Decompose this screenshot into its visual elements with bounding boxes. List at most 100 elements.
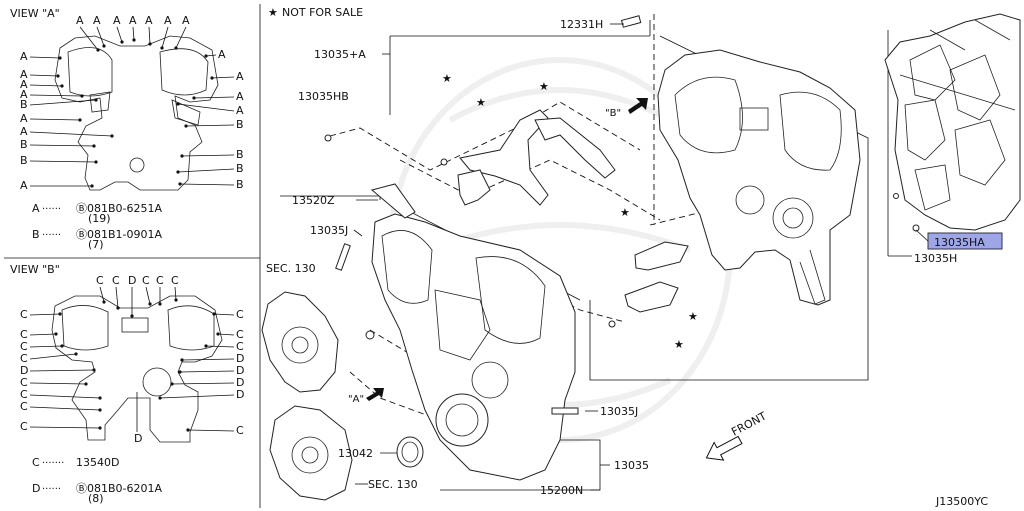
va-left-leader-line: [29, 94, 83, 97]
va-top-leader-line: [148, 26, 151, 45]
vb-right-leader-line: [159, 394, 235, 399]
key-a-dots: ······: [42, 204, 61, 215]
va-left-leader-line: [29, 99, 97, 106]
va-right-label: A: [236, 104, 244, 117]
callout-13035H: 13035H: [914, 252, 957, 265]
va-left-bolt-point: [58, 56, 62, 60]
va-left-bolt-point: [80, 94, 84, 98]
vb-left-bolt-point: [98, 408, 102, 412]
callout-13035HA: 13035HA: [934, 236, 985, 249]
vb-top-leader-line: [174, 286, 177, 301]
callout-13035: 13035: [614, 459, 649, 472]
view-b-marker: "B": [605, 108, 621, 119]
va-left-label: A: [20, 50, 28, 63]
vb-right-leader-line: [179, 370, 235, 373]
va-right-bolt-point: [184, 124, 188, 128]
vb-left-bolt-point: [54, 332, 58, 336]
key-c-ref: 13540D: [76, 456, 119, 469]
va-top-label: A: [182, 14, 190, 27]
va-right-leader-line: [177, 168, 235, 173]
vb-left-label: C: [20, 308, 28, 321]
va-left-leader-line: [29, 84, 63, 87]
vb-right-bolt-point: [204, 344, 208, 348]
va-right-label: A: [218, 48, 226, 61]
va-right-label: B: [236, 148, 244, 161]
va-right-label: B: [236, 118, 244, 131]
star-marker-6: ★: [674, 338, 684, 351]
not-for-sale-star: ★: [268, 6, 278, 19]
va-left-label: A: [20, 125, 28, 138]
vb-right-bolt-point: [186, 428, 190, 432]
vb-top-leader-line: [145, 286, 151, 305]
vb-left-bolt-point: [98, 396, 102, 400]
key-d-dots: ······: [42, 484, 61, 495]
vb-left-label: C: [20, 376, 28, 389]
key-a-qty: (19): [88, 212, 111, 225]
va-right-leader-line: [185, 124, 235, 127]
va-top-leader-line: [132, 26, 135, 41]
key-c-dots: ·······: [42, 458, 64, 469]
view-a-marker: "A": [348, 394, 364, 405]
vb-top-label: C: [96, 274, 104, 287]
va-right-label: A: [236, 90, 244, 103]
va-right-bolt-point: [210, 76, 214, 80]
key-d-letter: D: [32, 482, 40, 495]
va-top-label: A: [145, 14, 153, 27]
callout-sec130-top: SEC. 130: [266, 262, 316, 275]
vb-top-bolt-point: [174, 298, 178, 302]
vb-top-leader-line: [99, 286, 105, 303]
vb-right-bolt-point: [216, 332, 220, 336]
vb-top-bolt-point: [116, 306, 120, 310]
not-for-sale-text: NOT FOR SALE: [282, 6, 363, 19]
vb-right-bolt-point: [212, 312, 216, 316]
va-left-bolt-point: [94, 160, 98, 164]
vb-right-label: C: [236, 424, 244, 437]
vb-left-bolt-point: [58, 312, 62, 316]
star-marker-5: ★: [688, 310, 698, 323]
va-top-bolt-point: [160, 46, 164, 50]
main-exploded-view: ★ NOT FOR SALE ★ ★: [261, 6, 869, 501]
vb-top-label: C: [171, 274, 179, 287]
key-d-qty: (8): [88, 492, 104, 505]
va-right-bolt-point: [204, 54, 208, 58]
callout-15200N: 15200N: [540, 484, 583, 497]
va-left-leader-line: [29, 56, 61, 59]
va-left-bolt-point: [92, 144, 96, 148]
vb-left-leader-line: [29, 313, 61, 316]
va-right-bolt-point: [176, 170, 180, 174]
front-label: FRONT: [729, 409, 769, 438]
vb-left-label: C: [20, 420, 28, 433]
va-left-label: B: [20, 138, 28, 151]
va-top-label: A: [113, 14, 121, 27]
vb-top-bolt-point: [102, 300, 106, 304]
view-b-title: VIEW "B": [10, 263, 60, 276]
va-right-bolt-point: [176, 102, 180, 106]
vb-left-label: C: [20, 340, 28, 353]
va-right-leader-line: [179, 183, 235, 186]
key-a-ref: Ⓑ081B0-6251A: [76, 202, 163, 215]
va-top-bolt-point: [132, 38, 136, 42]
va-top-leader-line: [161, 26, 169, 49]
vb-left-leader-line: [29, 382, 87, 385]
key-b-letter: B: [32, 228, 40, 241]
vb-top-label: D: [128, 274, 136, 287]
va-left-leader-line: [29, 118, 81, 121]
vb-right-leader-line: [187, 429, 235, 432]
va-left-label: A: [20, 112, 28, 125]
vb-right-leader-line: [171, 382, 235, 385]
vb-right-label: C: [236, 308, 244, 321]
vb-left-bolt-point: [60, 344, 64, 348]
view-b-bottom-label: D: [134, 432, 142, 445]
vb-top-label: C: [142, 274, 150, 287]
key-a-letter: A: [32, 202, 40, 215]
va-right-leader-line: [211, 76, 235, 79]
view-a-title: VIEW "A": [10, 7, 60, 20]
va-left-bolt-point: [90, 184, 94, 188]
vb-left-label: C: [20, 400, 28, 413]
va-left-label: A: [20, 179, 28, 192]
vb-left-leader-line: [29, 333, 57, 336]
va-left-bolt-point: [94, 98, 98, 102]
va-top-leader-line: [79, 26, 99, 51]
